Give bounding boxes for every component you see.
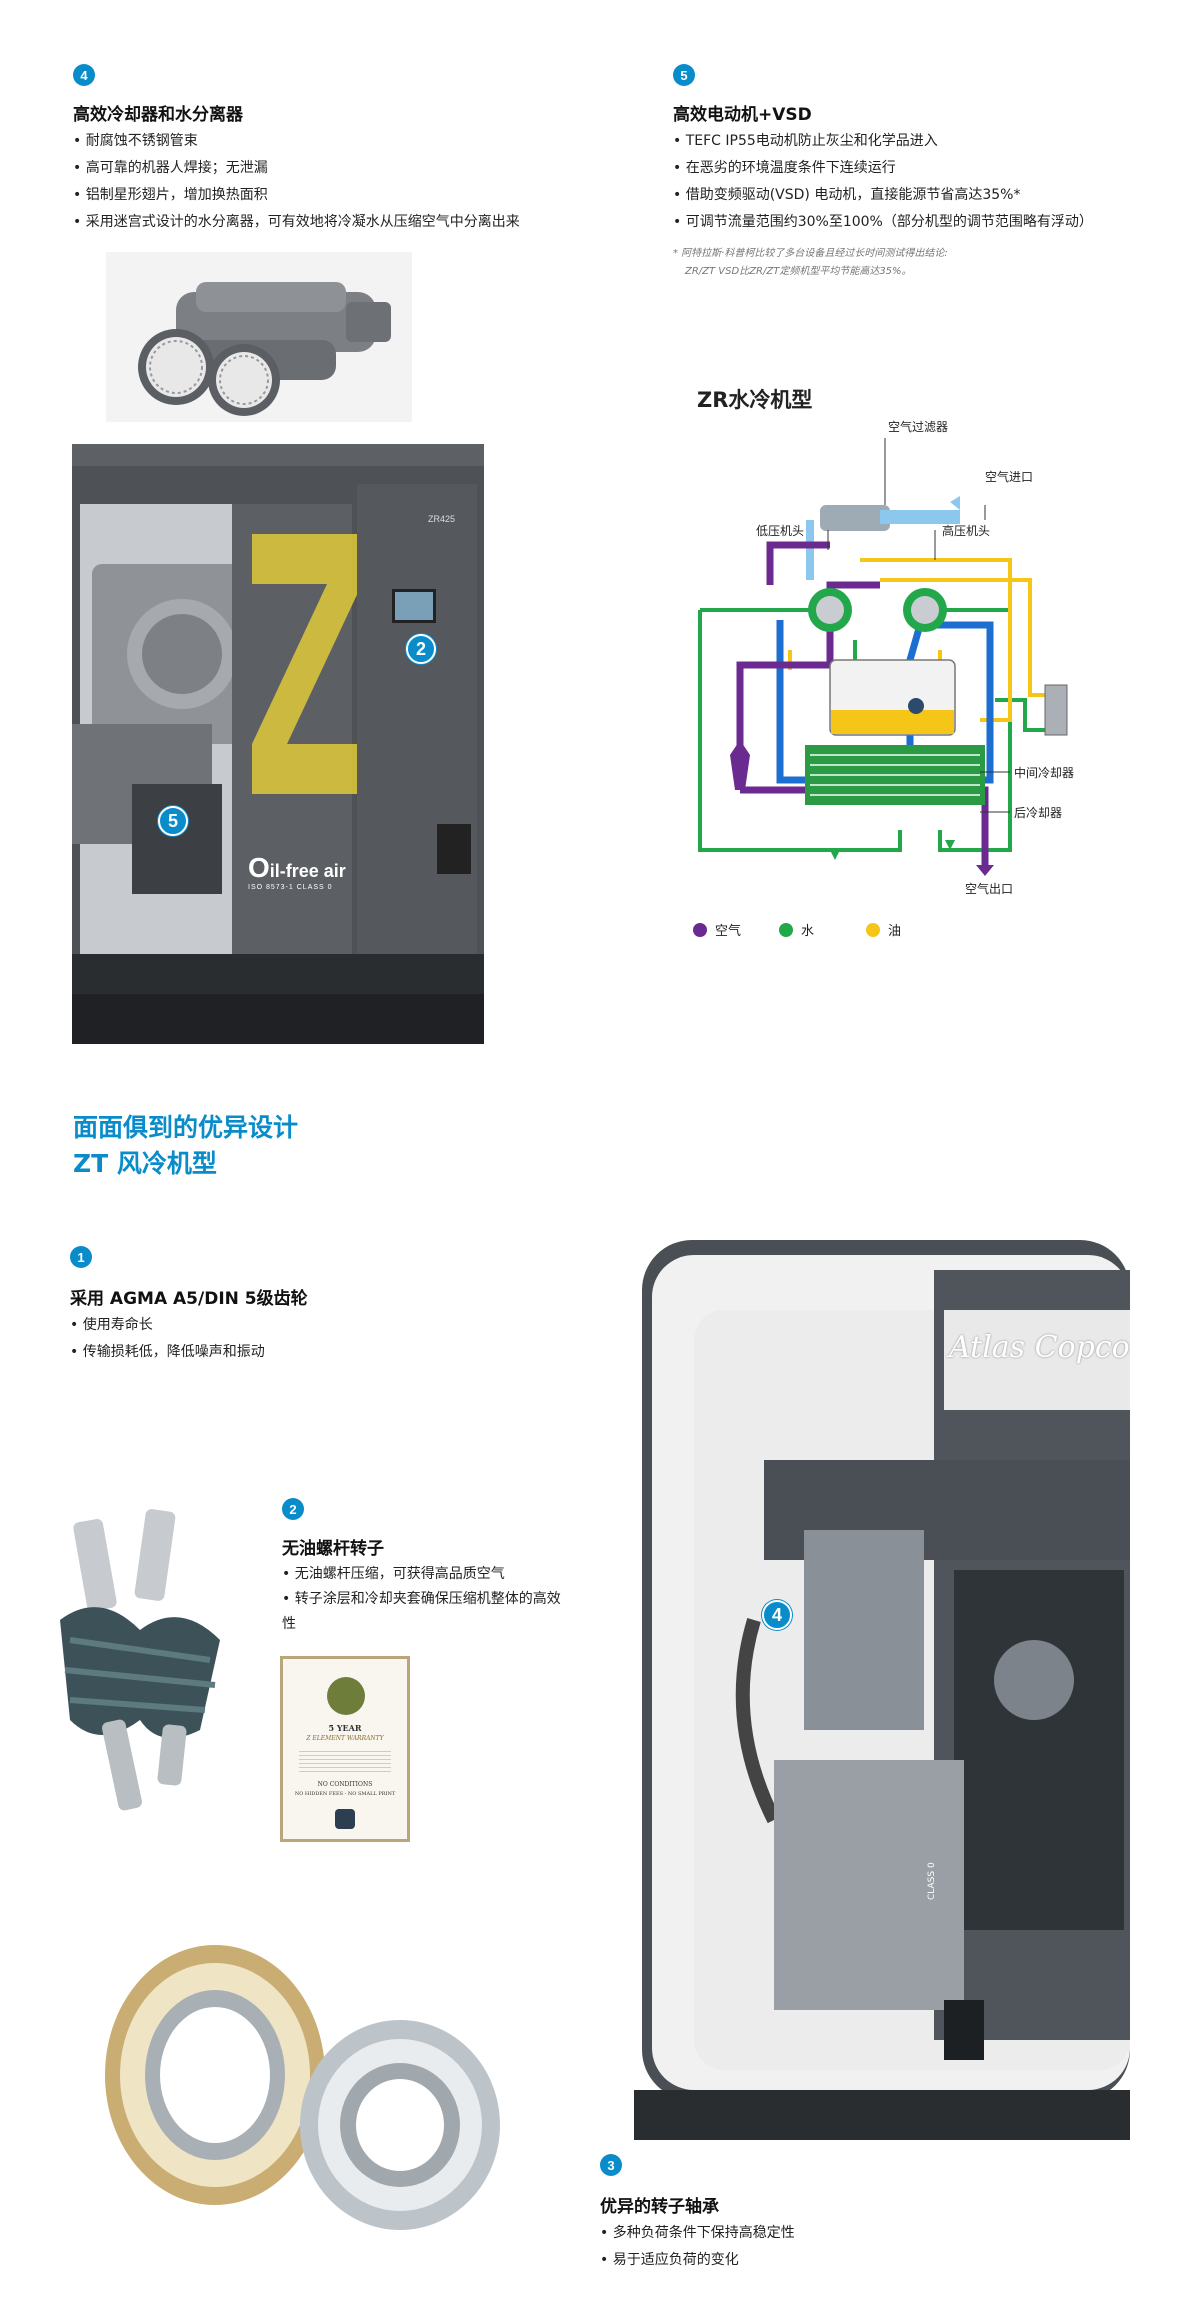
screw-rotor-image	[30, 1490, 260, 1830]
diagram-title: ZR水冷机型	[697, 388, 813, 412]
feature-4-bullet: 铝制星形翅片，增加换热面积	[73, 182, 520, 209]
legend-air-label: 空气	[715, 924, 742, 939]
feature-5-footnote-2: ZR/ZT VSD比ZR/ZT定频机型平均节能高达35%。	[685, 266, 912, 277]
zt-feature-2-bullet: 无油螺杆压缩，可获得高品质空气	[282, 1562, 572, 1587]
rotor-bearing-image	[100, 1940, 540, 2240]
zr-callout-5: 5	[158, 806, 188, 836]
zt-feature-2-title: 无油螺杆转子	[282, 1539, 384, 1559]
warranty-no-conditions: NO CONDITIONS	[317, 1781, 373, 1788]
legend-oil: 油	[866, 920, 901, 939]
feature-5-bullet: 在恶劣的环境温度条件下连续运行	[673, 155, 1093, 182]
zt-feature-2-bullet: 转子涂层和冷却夹套确保压缩机整体的高效性	[282, 1587, 572, 1637]
warranty-seal-icon	[327, 1677, 365, 1715]
oil-free-logo-o-icon: O	[248, 852, 270, 883]
zt-feature-3-bullet: 多种负荷条件下保持高稳定性	[600, 2220, 795, 2247]
feature-4-bullet: 耐腐蚀不锈钢管束	[73, 128, 520, 155]
label-air-inlet: 空气进口	[985, 470, 1034, 484]
zt-section-title-1: 面面俱到的优异设计	[73, 1113, 299, 1142]
screw-rotor-illustration	[60, 1509, 220, 1811]
warranty-fine-print-lines	[299, 1751, 391, 1775]
legend-water-swatch	[779, 922, 793, 937]
label-intercooler: 中间冷却器	[1014, 766, 1075, 780]
oil-free-logo: Oil-free air ISO 8573-1 CLASS 0	[248, 852, 346, 891]
zt-feature-1-number-badge: 1	[70, 1246, 92, 1268]
feature-4-bullet-list: 耐腐蚀不锈钢管束 高可靠的机器人焊接；无泄漏 铝制星形翅片，增加换热面积 采用迷…	[73, 128, 520, 236]
zt-feature-3-title: 优异的转子轴承	[600, 2197, 719, 2217]
label-high-pressure-stage: 高压机头	[942, 524, 991, 538]
feature-5-bullet: TEFC IP55电动机防止灰尘和化学品进入	[673, 128, 1093, 155]
zr-model-badge: ZR425	[428, 514, 456, 524]
warranty-certificate: 5 YEAR Z ELEMENT WARRANTY NO CONDITIONS …	[280, 1656, 410, 1842]
zt-feature-3-number-badge: 3	[600, 2154, 622, 2176]
label-aftercooler: 后冷却器	[1014, 806, 1063, 820]
legend-water: 水	[779, 920, 814, 939]
zt-compressor-illustration	[634, 1200, 1130, 2140]
zt-feature-3-bullet-list: 多种负荷条件下保持高稳定性 易于适应负荷的变化	[600, 2220, 795, 2274]
label-air-outlet: 空气出口	[965, 882, 1014, 896]
warranty-heading: Z ELEMENT WARRANTY	[306, 1735, 384, 1742]
feature-5-title: 高效电动机+VSD	[673, 105, 812, 125]
zt-feature-1-bullet: 传输损耗低，降低噪声和振动	[70, 1339, 265, 1366]
zt-compressor-image: Atlas Copco CLASS 0 4	[634, 1200, 1130, 2140]
zt-feature-1-bullet: 使用寿命长	[70, 1312, 265, 1339]
oil-free-logo-text: il-free air	[269, 861, 346, 881]
zr-flow-diagram: 空气过滤器 空气进口 低压机头 高压机头 中间冷却器 后冷却器 空气出口	[680, 410, 1080, 910]
feature-4-bullet: 采用迷宫式设计的水分离器，可有效地将冷凝水从压缩空气中分离出来	[73, 209, 520, 236]
zt-feature-1-bullet-list: 使用寿命长 传输损耗低，降低噪声和振动	[70, 1312, 265, 1366]
oil-free-logo-subtext: ISO 8573-1 CLASS 0	[248, 884, 333, 891]
label-air-filter: 空气过滤器	[888, 420, 949, 434]
legend-water-label: 水	[801, 924, 815, 939]
zr-compressor-image: ZR425 Oil-free air ISO 8573-1 CLASS 0 2 …	[72, 444, 528, 1044]
feature-5-bullet-list: TEFC IP55电动机防止灰尘和化学品进入 在恶劣的环境温度条件下连续运行 借…	[673, 128, 1093, 236]
warranty-years: 5 YEAR	[328, 1723, 362, 1733]
label-low-pressure-stage: 低压机头	[756, 524, 805, 538]
feature-5-bullet: 借助变频驱动(VSD) 电动机，直接能源节省高达35%*	[673, 182, 1093, 209]
warranty-no-fees: NO HIDDEN FEES - NO SMALL PRINT	[294, 1791, 396, 1797]
atlas-copco-logo: Atlas Copco	[949, 1330, 1130, 1365]
feature-4-title: 高效冷却器和水分离器	[73, 105, 243, 125]
zt-section-title-2: ZT 风冷机型	[73, 1149, 217, 1178]
feature-5-number-badge: 5	[673, 64, 695, 86]
cooler-illustration	[138, 282, 391, 416]
zr-callout-2: 2	[406, 634, 436, 664]
zt-feature-2-number-badge: 2	[282, 1498, 304, 1520]
zt-callout-4: 4	[762, 1600, 792, 1630]
feature-4-number-badge: 4	[73, 64, 95, 86]
zt-feature-1-title: 采用 AGMA A5/DIN 5级齿轮	[70, 1289, 308, 1309]
zr-flow-diagram-svg	[698, 438, 1068, 876]
rotor-bearing-illustration	[105, 1945, 500, 2230]
legend-air: 空气	[693, 920, 741, 939]
feature-4-bullet: 高可靠的机器人焊接；无泄漏	[73, 155, 520, 182]
legend-oil-label: 油	[888, 924, 902, 939]
warranty-atlas-logo-icon	[335, 1809, 355, 1829]
feature-5-footnote-1: * 阿特拉斯·科普柯比较了多台设备且经过长时间测试得出结论:	[673, 248, 948, 259]
legend-air-swatch	[693, 922, 707, 937]
legend-oil-swatch	[866, 922, 880, 937]
cooler-image	[106, 252, 412, 422]
feature-5-bullet: 可调节流量范围约30%至100%（部分机型的调节范围略有浮动）	[673, 209, 1093, 236]
zt-feature-2-bullet-list: 无油螺杆压缩，可获得高品质空气 转子涂层和冷却夹套确保压缩机整体的高效性	[282, 1562, 572, 1637]
zr-compressor-illustration	[72, 444, 528, 1044]
class-0-label: CLASS 0	[927, 1862, 937, 1900]
zt-feature-3-bullet: 易于适应负荷的变化	[600, 2247, 795, 2274]
